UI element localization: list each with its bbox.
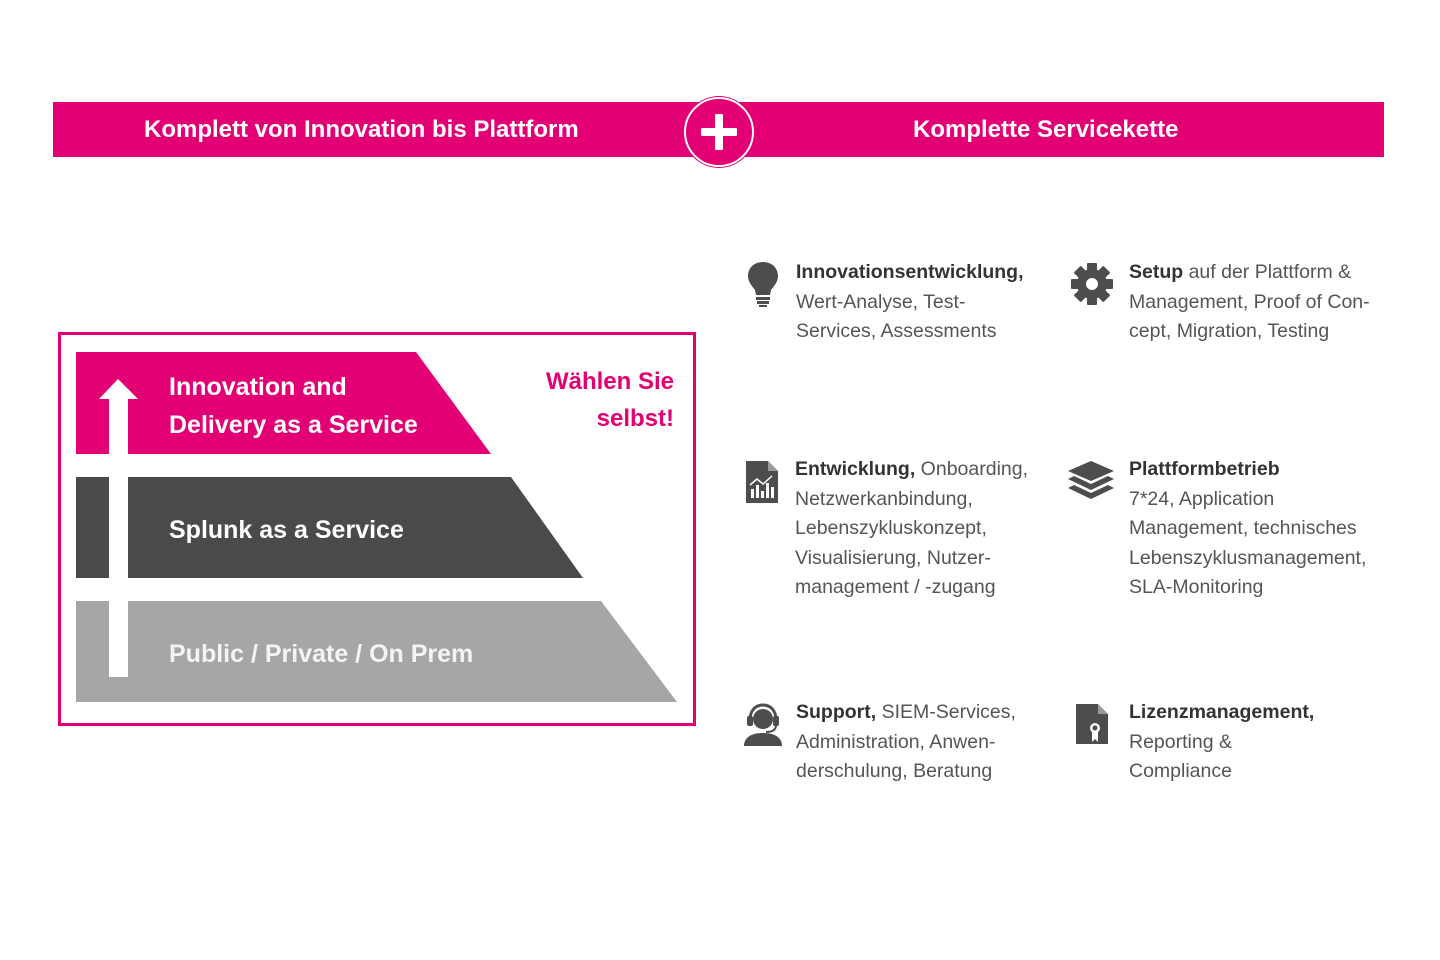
layer-splunk-label: Splunk as a Service (169, 516, 404, 544)
service-innovation: Innovationsentwicklung, Wert-Analyse, Te… (796, 261, 1024, 342)
service-platform-operation: Plattformbetrieb 7*24, Application Manag… (1129, 458, 1367, 598)
layers-icon (1068, 461, 1114, 499)
layer-splunk-shape (76, 477, 583, 578)
pyramid-layers (76, 352, 677, 702)
plus-icon (684, 97, 754, 167)
layer-innovation-label: Innovation and Delivery as a Service (169, 373, 418, 439)
service-license-management: Lizenzmanagement, Reporting & Compliance (1129, 701, 1315, 782)
lightbulb-icon (748, 262, 778, 307)
headset-icon (744, 703, 782, 746)
banner-left-title: Komplett von Innovation bis Plattform (144, 116, 579, 143)
service-setup: Setup auf der Plattform & Management, Pr… (1129, 261, 1370, 342)
gear-icon (1071, 263, 1113, 305)
layer-infrastructure-shape (76, 601, 677, 702)
layer-innovation-shape (76, 352, 491, 454)
layer-infrastructure-label: Public / Private / On Prem (169, 640, 474, 668)
service-support: Support, SIEM-Services, Administration, … (796, 701, 1016, 782)
service-pyramid: Innovation and Delivery as a Service Spl… (58, 332, 696, 726)
certificate-document-icon (1076, 704, 1108, 744)
up-arrow-icon (99, 379, 138, 399)
choose-yourself-text: Wählen Sie selbst! (545, 368, 674, 432)
banner-right-title: Komplette Servicekette (913, 116, 1179, 143)
service-development: Entwicklung, Onboarding, Netzwerkanbindu… (795, 458, 1029, 598)
report-document-icon (746, 461, 778, 503)
arrow-shaft (109, 393, 128, 677)
